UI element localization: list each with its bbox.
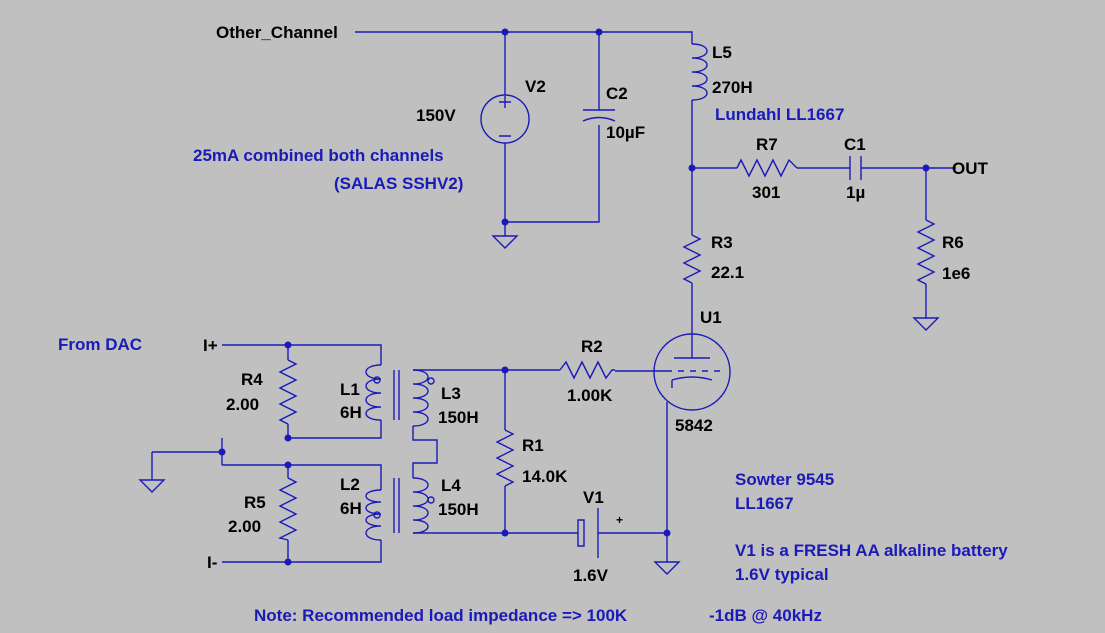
v2-value: 150V — [416, 106, 456, 125]
l5-name: L5 — [712, 43, 732, 62]
l4-inductor — [412, 477, 505, 534]
l4-value: 150H — [438, 500, 479, 519]
note-sowter: Sowter 9545 — [735, 470, 834, 489]
note-supply-current: 25mA combined both channels — [193, 146, 444, 165]
r7-name: R7 — [756, 135, 778, 154]
l2-name: L2 — [340, 475, 360, 494]
l1-inductor — [365, 364, 382, 421]
c2-capacitor — [582, 109, 616, 122]
note-load: Note: Recommended load impedance => 100K — [254, 606, 628, 625]
l5-value: 270H — [712, 78, 753, 97]
note-battery: V1 is a FRESH AA alkaline battery — [735, 541, 1008, 560]
label-i-minus: I- — [207, 553, 217, 572]
v1-name: V1 — [583, 488, 604, 507]
u1-name: U1 — [700, 308, 722, 327]
r2-name: R2 — [581, 337, 603, 356]
r5-resistor — [277, 477, 298, 541]
supply-wiring — [355, 28, 693, 249]
r4-name: R4 — [241, 370, 263, 389]
l2-inductor — [365, 489, 382, 541]
r4-resistor — [278, 359, 298, 425]
note-ll1667: LL1667 — [735, 494, 794, 513]
l3-value: 150H — [438, 408, 479, 427]
r1-value: 14.0K — [522, 467, 568, 486]
r6-value: 1e6 — [942, 264, 970, 283]
l3-inductor — [412, 369, 505, 427]
r3-value: 22.1 — [711, 263, 744, 282]
note-supply-source: (SALAS SSHV2) — [334, 174, 463, 193]
label-other-channel: Other_Channel — [216, 23, 338, 42]
transformer-cores — [393, 370, 400, 533]
l1-value: 6H — [340, 403, 362, 422]
u1-value: 5842 — [675, 416, 713, 435]
r4-value: 2.00 — [226, 395, 259, 414]
v1-plus-sign: + — [616, 513, 623, 527]
v1-value: 1.6V — [573, 566, 609, 585]
note-from-dac: From DAC — [58, 335, 142, 354]
r5-name: R5 — [244, 493, 266, 512]
note-response: -1dB @ 40kHz — [709, 606, 822, 625]
r2-value: 1.00K — [567, 386, 613, 405]
l3-name: L3 — [441, 384, 461, 403]
r1-name: R1 — [522, 436, 544, 455]
output-wiring — [688, 156, 956, 331]
c2-value: 10µF — [606, 123, 645, 142]
l1-name: L1 — [340, 380, 360, 399]
r3-resistor — [682, 234, 702, 358]
secondary-link — [412, 426, 438, 478]
u1-tube — [615, 333, 731, 533]
c1-value: 1µ — [846, 183, 865, 202]
grid-wiring — [495, 360, 681, 575]
v2-source — [480, 94, 530, 144]
r6-name: R6 — [942, 233, 964, 252]
label-i-plus: I+ — [203, 336, 218, 355]
r3-name: R3 — [711, 233, 733, 252]
r7-value: 301 — [752, 183, 780, 202]
note-battery-typ: 1.6V typical — [735, 565, 829, 584]
label-out: OUT — [952, 159, 989, 178]
l2-value: 6H — [340, 499, 362, 518]
c1-name: C1 — [844, 135, 866, 154]
l4-name: L4 — [441, 476, 461, 495]
c2-name: C2 — [606, 84, 628, 103]
note-lundahl: Lundahl LL1667 — [715, 105, 844, 124]
r5-value: 2.00 — [228, 517, 261, 536]
v2-name: V2 — [525, 77, 546, 96]
l5-inductor — [691, 43, 708, 235]
input-wiring — [138, 341, 382, 566]
